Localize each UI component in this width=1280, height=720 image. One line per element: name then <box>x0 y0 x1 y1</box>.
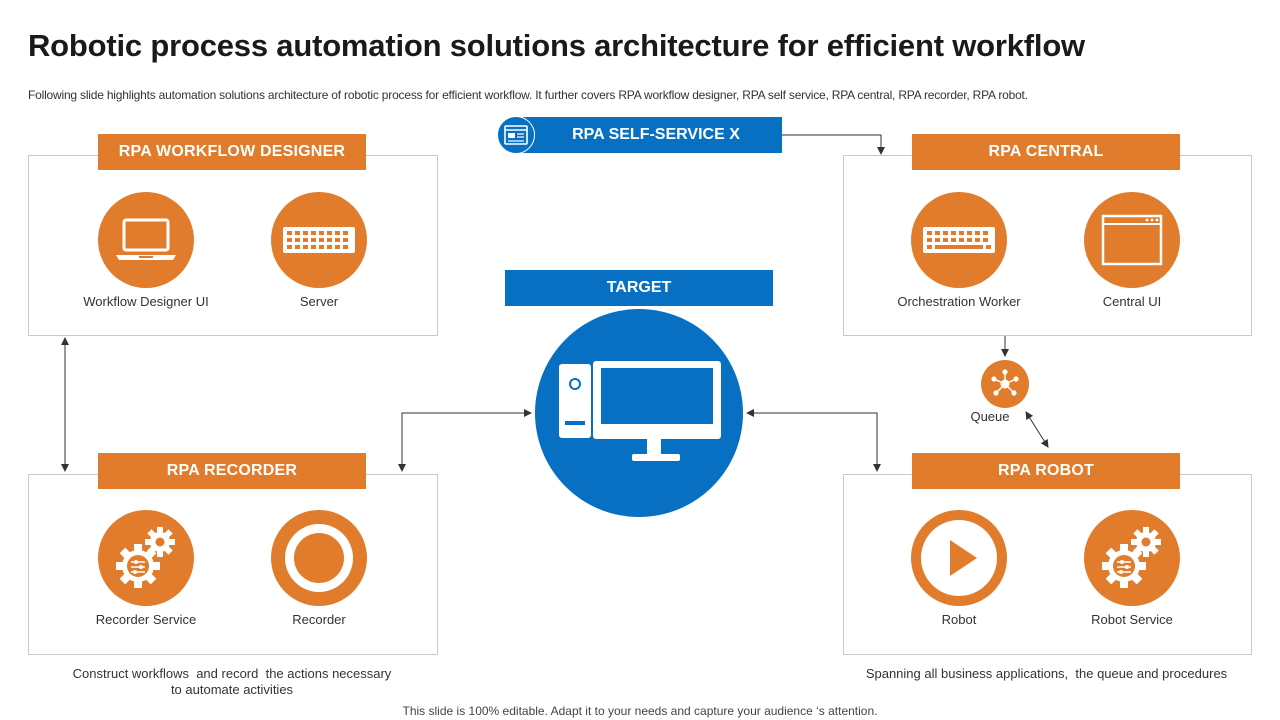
central-ui-label: Central UI <box>1102 294 1162 309</box>
left-note: Construct workflows and record the actio… <box>28 666 436 698</box>
arrow-target-robot <box>746 409 881 472</box>
target-header: TARGET <box>505 270 773 306</box>
robot-label: Robot <box>941 612 977 627</box>
server-label: Server <box>299 294 339 309</box>
right-note: Spanning all business applications, the … <box>865 666 1228 681</box>
robot-service-gears-icon <box>1084 510 1180 606</box>
workflow-designer-ui-label: Workflow Designer UI <box>83 294 209 309</box>
gears-icon <box>98 510 194 606</box>
keyboard-icon <box>911 192 1007 288</box>
recorder-panel <box>28 474 438 655</box>
self-service-icon <box>497 116 535 154</box>
self-service-bar: RPA SELF-SERVICE X <box>516 117 782 153</box>
workflow-designer-panel <box>28 155 438 336</box>
arrow-recorder-target <box>398 409 532 472</box>
queue-label: Queue <box>970 409 1010 424</box>
server-icon <box>271 192 367 288</box>
footer-text: This slide is 100% editable. Adapt it to… <box>402 704 878 718</box>
robot-header: RPA ROBOT <box>912 453 1180 489</box>
workflow-designer-header: RPA WORKFLOW DESIGNER <box>98 134 366 170</box>
laptop-icon <box>98 192 194 288</box>
robot-panel <box>843 474 1252 655</box>
play-icon <box>911 510 1007 606</box>
central-header: RPA CENTRAL <box>912 134 1180 170</box>
target-icon <box>271 510 367 606</box>
arrow-selfservice-central <box>782 134 885 155</box>
browser-window-icon <box>1084 192 1180 288</box>
recorder-header: RPA RECORDER <box>98 453 366 489</box>
desktop-computer-icon <box>535 309 743 517</box>
page-subtitle: Following slide highlights automation so… <box>28 88 1028 102</box>
orchestration-worker-label: Orchestration Worker <box>897 294 1021 309</box>
left-note-line2: to automate activities <box>170 682 294 697</box>
arrow-queue-robot <box>1025 411 1049 448</box>
recorder-label: Recorder <box>292 612 346 627</box>
self-service-label: RPA SELF-SERVICE X <box>572 126 740 143</box>
recorder-service-label: Recorder Service <box>95 612 197 627</box>
robot-service-label: Robot Service <box>1091 612 1173 627</box>
network-hub-icon <box>981 360 1029 408</box>
page-title: Robotic process automation solutions arc… <box>28 28 1085 63</box>
left-note-line1: Construct workflows and record the actio… <box>72 666 392 681</box>
